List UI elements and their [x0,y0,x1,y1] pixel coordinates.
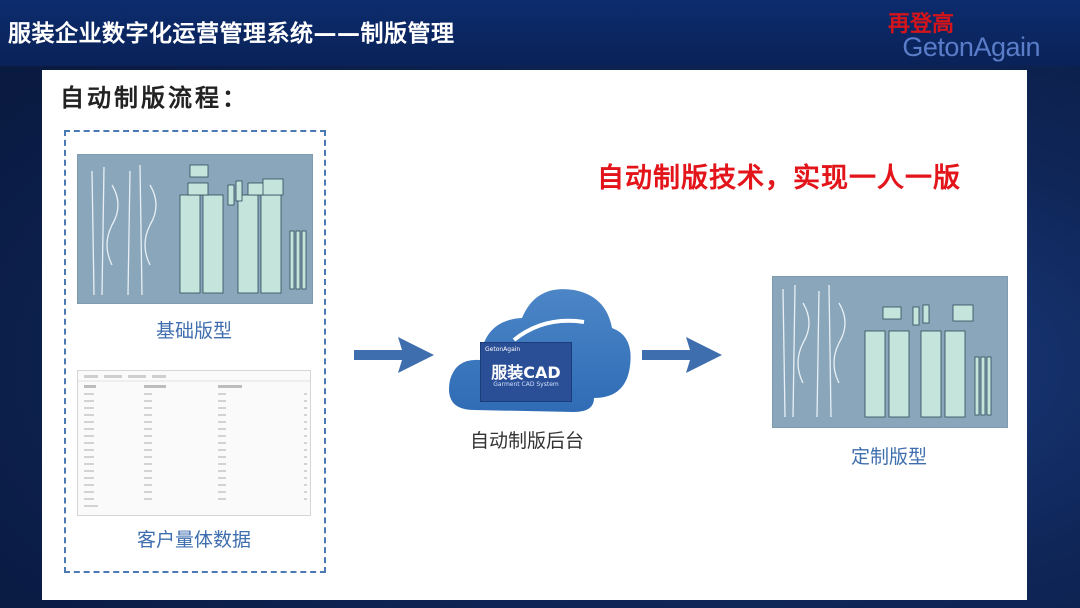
custom-pattern-image [772,276,1008,428]
arrow-right-icon [354,337,434,373]
basic-pattern-caption: 基础版型 [155,320,232,342]
highlight-text: 自动制版技术，实现一人一版 [597,163,961,194]
cad-subtitle: Garment CAD System [493,381,559,388]
arrow-right-icon [642,337,722,373]
header-bar: 服装企业数字化运营管理系统——制版管理 再登高 GetonAgain [0,0,1080,66]
backend-caption: 自动制版后台 [469,430,584,452]
cad-name: 服装CAD [491,363,561,382]
custom-pattern-caption: 定制版型 [850,446,927,468]
slide-content: 自动制版流程： 基础版 [42,70,1027,600]
slide-title: 自动制版流程： [60,84,249,112]
table-rows-graphic [78,375,310,507]
customer-data-caption: 客户量体数据 [136,529,251,551]
cad-brand: GetonAgain [485,346,521,353]
page-title: 服装企业数字化运营管理系统——制版管理 [8,21,455,47]
cad-system-badge: GetonAgain 服装CAD Garment CAD System [480,342,572,402]
customer-data-table [77,370,311,516]
basic-pattern-image [77,154,313,304]
logo-english: GetonAgain [902,32,1040,62]
pattern-pieces-graphic [91,164,307,296]
pattern-pieces-graphic [782,284,992,418]
logo-chinese: 再登高 [887,11,954,37]
input-group-frame [64,130,326,573]
